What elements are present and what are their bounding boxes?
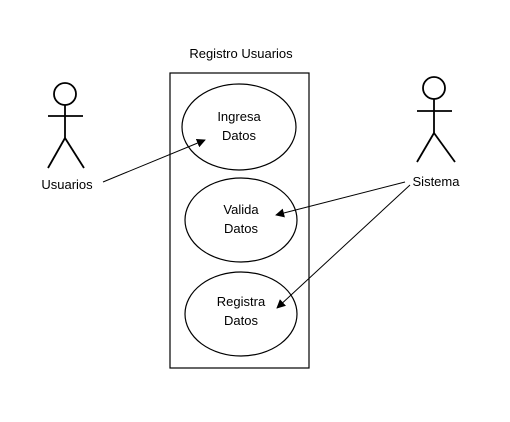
actor-usuarios[interactable]: Usuarios — [41, 82, 93, 192]
association-sistema-valida — [275, 181, 406, 218]
association-sistema-registra — [276, 184, 411, 309]
stick-figure-icon — [47, 82, 85, 169]
actor-sistema[interactable]: Sistema — [413, 76, 461, 189]
use-case-registra-datos[interactable]: Registra Datos — [184, 271, 298, 357]
system-boundary — [169, 72, 310, 369]
use-case-label-line2: Datos — [224, 313, 258, 328]
use-case-label-line2: Datos — [224, 221, 258, 236]
actor-name: Sistema — [413, 174, 461, 189]
use-case-label-line1: Valida — [223, 202, 259, 217]
use-case-valida-datos[interactable]: Valida Datos — [184, 177, 298, 263]
association-usuarios-ingresa — [102, 138, 206, 183]
use-case-label-line1: Ingresa — [217, 109, 261, 124]
use-case-label-line1: Registra — [217, 294, 266, 309]
use-case-label-line2: Datos — [222, 128, 256, 143]
use-case-ingresa-datos[interactable]: Ingresa Datos — [181, 83, 297, 171]
system-title: Registro Usuarios — [189, 46, 293, 61]
stick-figure-icon — [416, 76, 456, 163]
actor-name: Usuarios — [41, 177, 93, 192]
